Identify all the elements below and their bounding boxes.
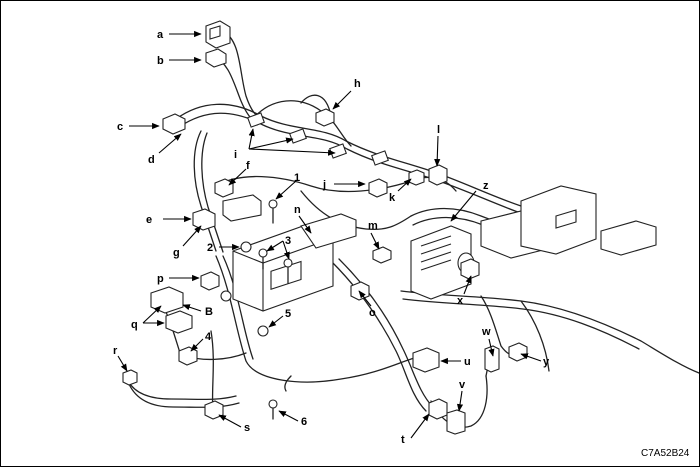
callout-w: w bbox=[481, 326, 491, 338]
callout-m: m bbox=[368, 220, 378, 232]
callout-k: k bbox=[389, 192, 396, 204]
callout-e: e bbox=[146, 214, 152, 226]
callout-2: 2 bbox=[207, 242, 213, 254]
callout-1: 1 bbox=[294, 172, 300, 184]
callout-x: x bbox=[457, 295, 464, 307]
callout-3: 3 bbox=[285, 235, 291, 247]
connectors bbox=[122, 20, 657, 435]
callout-5: 5 bbox=[285, 308, 291, 320]
callout-y: y bbox=[543, 356, 550, 368]
callout-t: t bbox=[401, 434, 405, 446]
callout-h: h bbox=[354, 78, 361, 90]
callout-r: r bbox=[113, 345, 118, 357]
callout-6: 6 bbox=[301, 416, 307, 428]
callout-o: o bbox=[369, 307, 376, 319]
callout-g: g bbox=[173, 247, 180, 259]
callout-z: z bbox=[483, 180, 489, 192]
callout-B: B bbox=[205, 306, 213, 318]
callout-q: q bbox=[131, 319, 138, 331]
callout-l: l bbox=[437, 124, 440, 136]
nut-2 bbox=[240, 241, 252, 253]
wire-harness bbox=[125, 30, 699, 428]
callout-i: i bbox=[234, 149, 237, 161]
callout-d: d bbox=[148, 154, 155, 166]
callout-labels: a b c d h i f 1 j k l z e n m g 2 3 o x … bbox=[113, 29, 550, 446]
callout-4: 4 bbox=[205, 331, 212, 343]
callout-s: s bbox=[244, 422, 250, 434]
callout-f: f bbox=[246, 160, 250, 172]
figure-code: C7A52B24 bbox=[641, 448, 690, 459]
callout-v: v bbox=[459, 379, 466, 391]
callout-p: p bbox=[157, 273, 164, 285]
callout-j: j bbox=[322, 179, 326, 191]
callout-a: a bbox=[157, 29, 164, 41]
callout-u: u bbox=[464, 356, 471, 368]
callout-c: c bbox=[117, 121, 123, 133]
callout-b: b bbox=[157, 55, 164, 67]
callout-n: n bbox=[294, 204, 301, 216]
leader-lines bbox=[117, 30, 542, 439]
